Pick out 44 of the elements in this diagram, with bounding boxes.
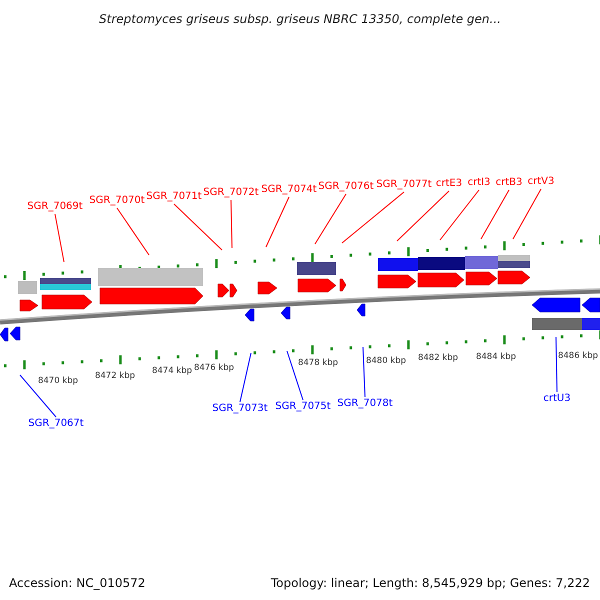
leader-line: [556, 336, 558, 392]
leader-line: [54, 214, 64, 262]
scale-label: 8480 kbp: [366, 356, 406, 366]
leader-line: [266, 196, 290, 248]
scale-label: 8476 kbp: [194, 363, 234, 373]
gene-label: SGR_7067t: [28, 418, 84, 430]
gene-label: crtE3: [436, 178, 462, 190]
scale-label: 8472 kbp: [94, 371, 136, 381]
gene-label: crtU3: [543, 393, 571, 405]
leader-line: [230, 200, 232, 248]
gene-label: SGR_7073t: [212, 403, 268, 415]
leader-line: [440, 190, 480, 240]
gene-label: SGR_7071t: [146, 191, 202, 203]
gene-label: crtI3: [468, 177, 490, 189]
title: Streptomyces griseus subsp. griseus NBRC 13350, complete gen...: [98, 11, 502, 28]
gene-label: SGR_7078t: [337, 398, 393, 410]
leader-line: [240, 352, 252, 402]
gene-label: crtB3: [496, 177, 522, 189]
footer-text: Topology: linear; Length: 8,545,929 bp; Genes: 7,222: [270, 575, 590, 592]
leader-line: [116, 208, 150, 256]
scale-label: 8470 kbp: [38, 376, 78, 386]
gene-label: SGR_7074t: [261, 184, 317, 196]
scale-label: 8478 kbp: [298, 358, 338, 368]
leader-line: [314, 194, 346, 244]
scale-label: 8482 kbp: [418, 353, 458, 363]
scale-label: 8474 kbp: [152, 366, 192, 376]
leader-line: [480, 190, 510, 240]
gene-label: SGR_7077t: [376, 179, 432, 191]
leader-line: [396, 190, 450, 242]
leader-line: [512, 188, 542, 240]
leader-line: [286, 350, 304, 400]
footer-text: Accession: NC_010572: [9, 575, 146, 592]
leader-line: [342, 192, 404, 244]
gene-label: SGR_7070t: [89, 195, 145, 207]
scale-label: 8484 kbp: [476, 352, 516, 362]
gene-label: SGR_7069t: [27, 201, 83, 213]
gene-label: crtV3: [528, 176, 554, 188]
leader-line: [362, 346, 366, 398]
gene-label: SGR_7076t: [318, 181, 374, 193]
gene-label: SGR_7075t: [275, 401, 331, 413]
leader-line: [174, 204, 222, 250]
scale-label: 8486 kbp: [558, 351, 598, 361]
gene-label: SGR_7072t: [203, 187, 259, 199]
leader-line: [20, 374, 56, 418]
